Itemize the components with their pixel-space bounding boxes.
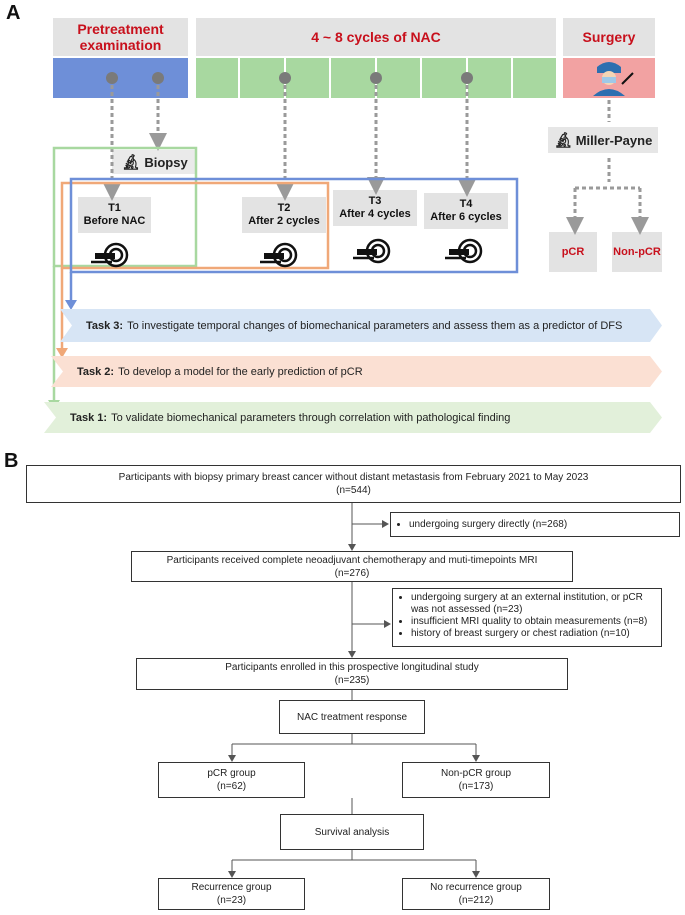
panel-a-letter: A	[6, 2, 21, 24]
flow-box-no-recurrence: No recurrence group (n=212)	[402, 878, 550, 910]
flow-box-count: (n=276)	[334, 567, 370, 579]
flow-box-text: Recurrence group	[191, 882, 272, 893]
pretreatment-header: Pretreatment examination	[53, 18, 188, 56]
task3-arrowhead	[65, 300, 77, 310]
task1-banner: Task 1:To validate biomechanical paramet…	[44, 402, 662, 433]
flow-box-complete-nac: Participants received complete neoadjuva…	[131, 551, 573, 582]
flow-box-text: NAC treatment response	[296, 711, 408, 723]
task2-banner: Task 2:To develop a model for the early …	[51, 356, 662, 387]
surgery-header: Surgery	[563, 18, 655, 56]
nac-cycles-header: 4 ~ 8 cycles of NAC	[196, 18, 556, 56]
flow-box-count: (n=23)	[216, 895, 247, 906]
mri-scanner-icon	[260, 242, 298, 268]
flow-box-nac-response: NAC treatment response	[279, 700, 425, 734]
task2-text: To develop a model for the early predict…	[118, 365, 363, 378]
panel-b-letter: B	[4, 450, 19, 472]
task2-arrowhead	[56, 348, 68, 358]
exclusion-item: undergoing surgery at an external instit…	[411, 592, 655, 616]
flow-box-count: (n=544)	[336, 485, 371, 496]
flow-box-survival: Survival analysis	[280, 814, 424, 850]
flow-box-text: Participants received complete neoadjuva…	[166, 554, 538, 566]
timepoint-desc: After 6 cycles	[430, 211, 502, 223]
miller-payne-label: 🔬︎ Miller-Payne	[548, 127, 658, 153]
flow-box-text: Participants with biopsy primary breast …	[118, 472, 589, 483]
mri-scanner-icon	[353, 238, 391, 264]
pretreatment-bar	[53, 58, 188, 98]
flow-box-text: Non-pCR group	[440, 768, 512, 779]
task2-label: Task 2:	[77, 365, 115, 378]
timepoint-desc: Before NAC	[83, 215, 146, 227]
microscope-icon: 🔬︎	[553, 132, 573, 149]
flow-box-participants-biopsy: Participants with biopsy primary breast …	[26, 465, 681, 503]
biopsy-text: Biopsy	[144, 154, 188, 170]
exclusion-box-2: undergoing surgery at an external instit…	[392, 588, 662, 647]
flow-box-pcr-group: pCR group (n=62)	[158, 762, 305, 798]
exclusion-item: undergoing surgery directly (n=268)	[409, 519, 567, 531]
flow-box-text: Survival analysis	[314, 826, 390, 838]
exclusion-item: history of breast surgery or chest radia…	[411, 628, 655, 640]
flow-box-count: (n=212)	[458, 895, 494, 906]
flow-box-count: (n=62)	[216, 781, 247, 792]
task2-frame	[60, 181, 330, 270]
flow-box-enrolled: Participants enrolled in this prospectiv…	[136, 658, 568, 690]
flow-box-count: (n=235)	[334, 675, 370, 686]
mri-scanner-icon	[91, 242, 129, 268]
outcome-pcr: pCR	[549, 232, 597, 272]
flow-box-text: pCR group	[207, 768, 256, 779]
microscope-icon: 🔬︎	[121, 154, 141, 171]
task1-text: To validate biomechanical parameters thr…	[111, 411, 511, 424]
flow-arrowheads	[228, 520, 480, 878]
flow-box-text: No recurrence group	[430, 882, 522, 893]
task3-label: Task 3:	[86, 319, 124, 332]
exclusion-box-1: undergoing surgery directly (n=268)	[390, 512, 680, 537]
task3-banner: Task 3:To investigate temporal changes o…	[60, 309, 662, 342]
timepoint-id: T3	[368, 195, 382, 207]
surgeon-icon	[593, 62, 634, 96]
outcome-non-pcr: Non-pCR	[612, 232, 662, 272]
timepoint-id: T4	[459, 198, 473, 210]
exclusion-item: insufficient MRI quality to obtain measu…	[411, 616, 655, 628]
timepoint-dots	[106, 72, 473, 84]
flow-box-recurrence: Recurrence group (n=23)	[158, 878, 305, 910]
flow-box-text: Participants enrolled in this prospectiv…	[225, 662, 479, 673]
task1-label: Task 1:	[70, 411, 108, 424]
task1-frame	[52, 146, 198, 268]
biopsy-label: 🔬︎ Biopsy	[112, 150, 197, 174]
timepoint-id: T1	[108, 202, 121, 214]
task3-frame	[69, 177, 519, 274]
mri-scanner-icon	[445, 238, 483, 264]
timepoint-desc: After 4 cycles	[339, 208, 411, 220]
miller-payne-text: Miller-Payne	[575, 132, 653, 148]
flow-box-non-pcr-group: Non-pCR group (n=173)	[402, 762, 550, 798]
timepoint-id: T2	[277, 202, 291, 214]
flow-box-count: (n=173)	[458, 781, 494, 792]
task3-text: To investigate temporal changes of biome…	[127, 319, 623, 332]
dashed-arrows	[103, 85, 649, 235]
timepoint-desc: After 2 cycles	[248, 215, 320, 227]
